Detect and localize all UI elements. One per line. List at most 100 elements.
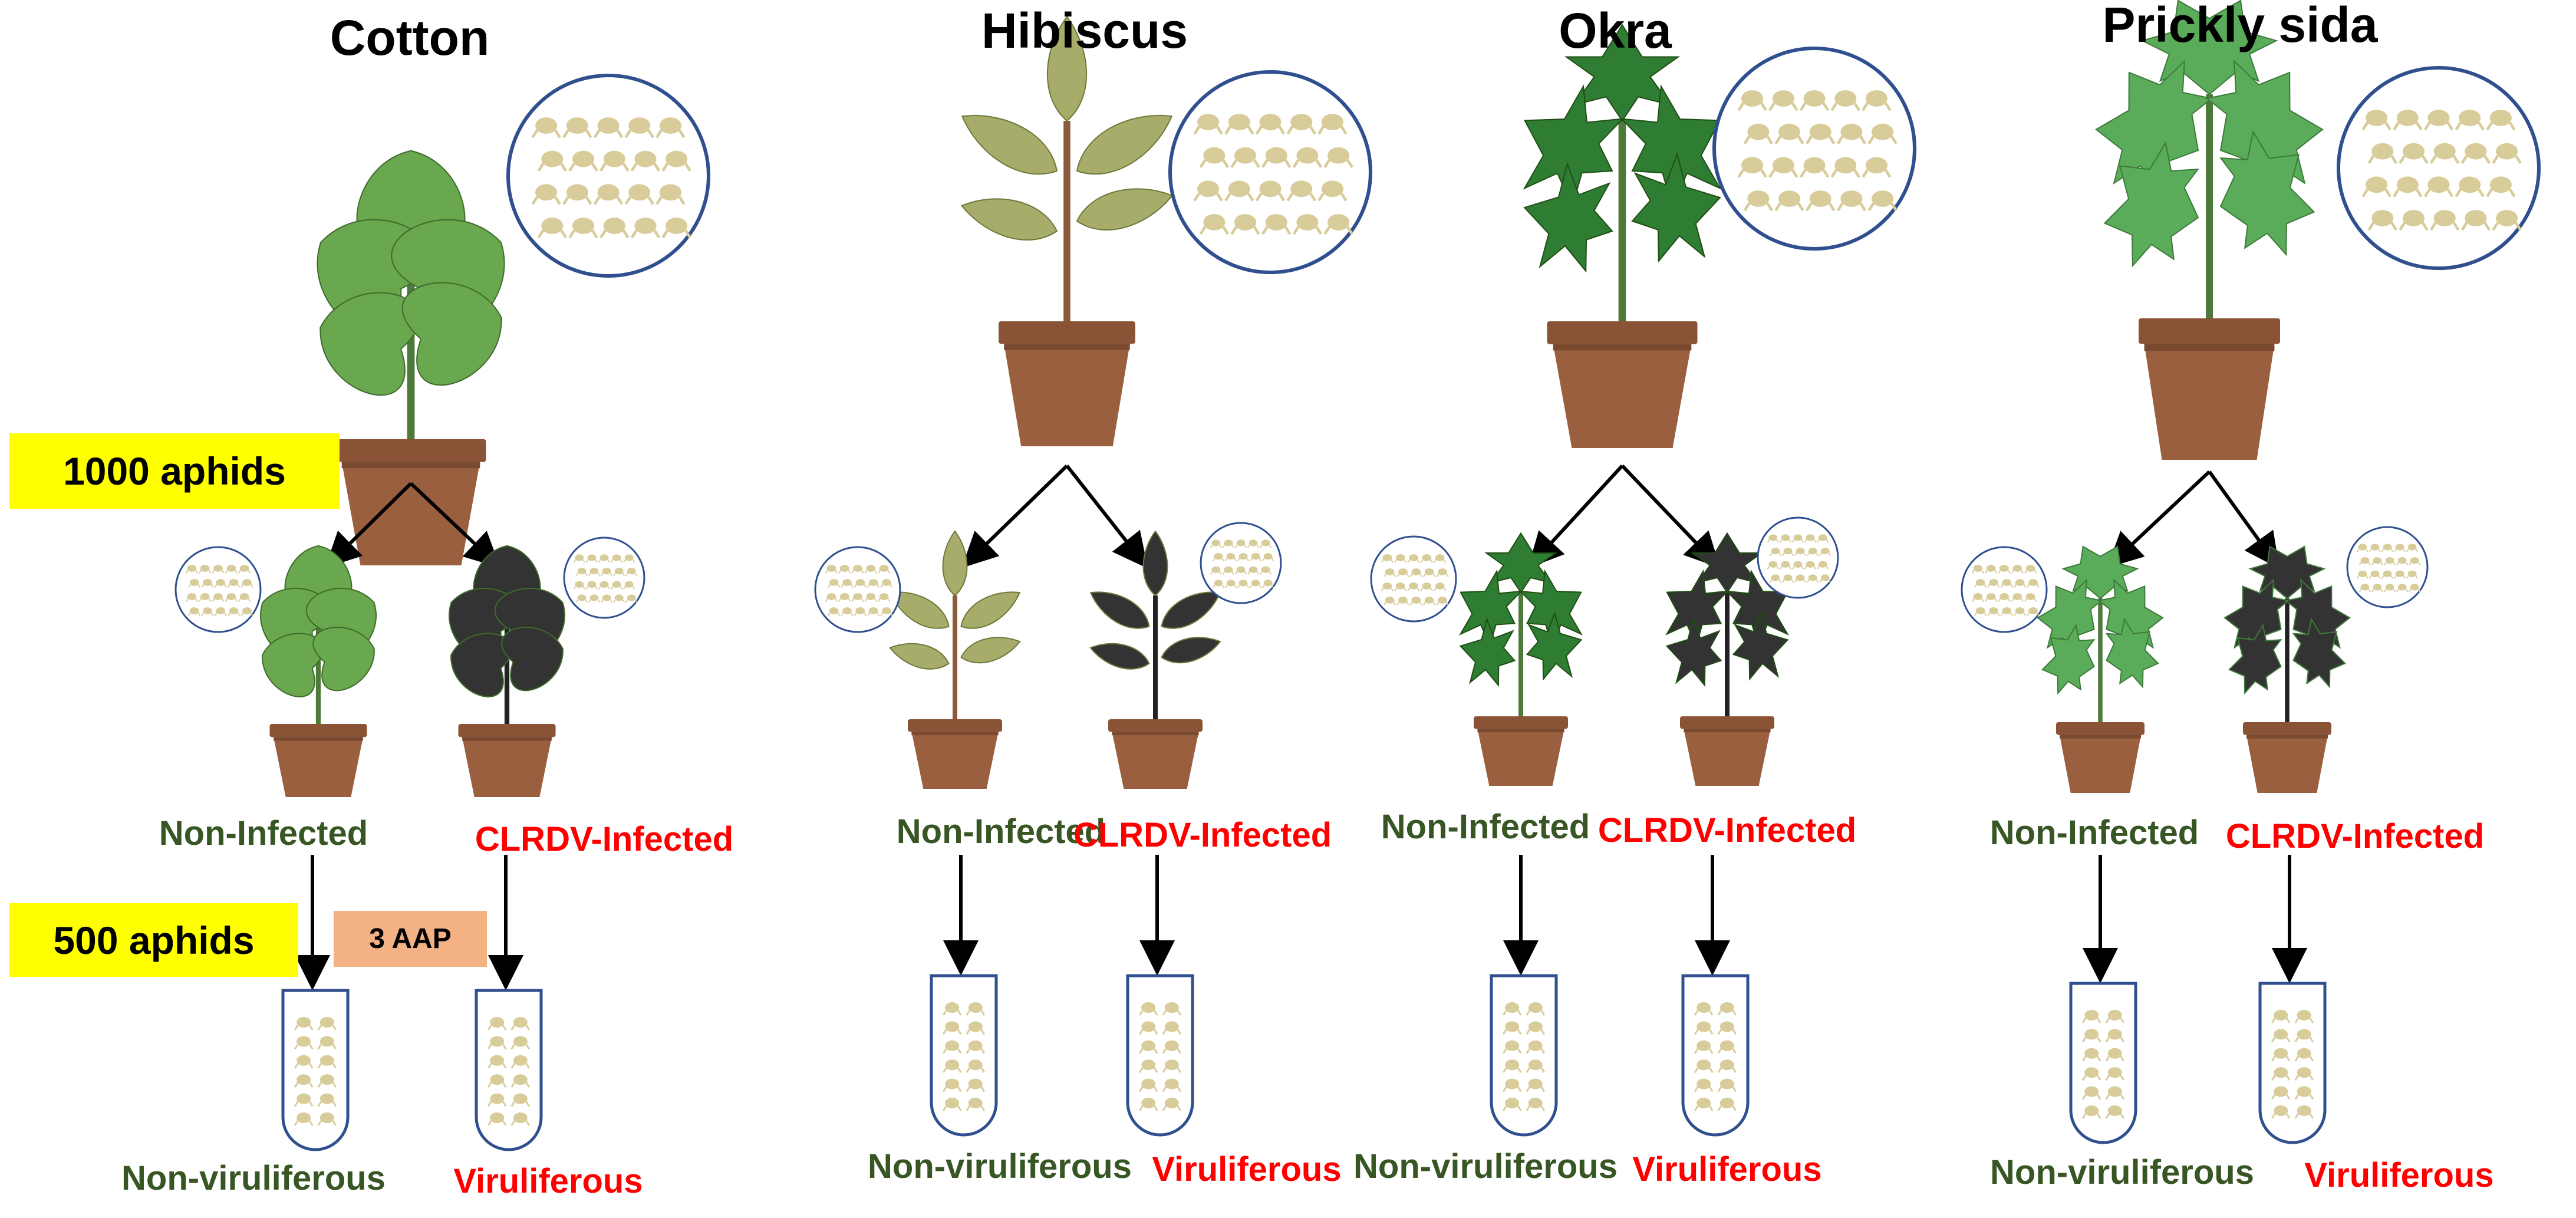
aphid: [1989, 579, 1998, 586]
aphid: [1226, 553, 1236, 560]
aphid: [842, 579, 852, 586]
pot-rim: [269, 724, 367, 738]
aphid: [1398, 568, 1408, 575]
aphid: [319, 1017, 334, 1028]
infected-label-prickly-sida: CLRDV-Infected: [2225, 817, 2485, 855]
aphid: [2385, 584, 2394, 591]
leaf: [1732, 611, 1789, 681]
aphid: [826, 565, 836, 572]
aphid: [1809, 123, 1831, 140]
leaf: [1161, 637, 1221, 664]
aphid: [2107, 1067, 2122, 1078]
aphid: [2396, 176, 2419, 193]
arrow-to-non-infected-cotton: [325, 482, 413, 568]
leaf: [1526, 611, 1583, 681]
aphid: [1768, 561, 1778, 568]
aphid: [1203, 214, 1226, 231]
aphid: [2015, 579, 2025, 586]
aphid: [868, 607, 878, 614]
aphid: [1214, 553, 1223, 560]
aphid: [1768, 534, 1778, 541]
aphid: [2274, 1105, 2288, 1116]
arrow-to-non-infected-prickly-sida: [2107, 470, 2211, 568]
aphid: [2297, 1029, 2311, 1040]
aphid: [829, 579, 839, 586]
small-aphid-circle-left-cotton: [174, 546, 262, 633]
leaf: [1459, 617, 1516, 687]
aphid: [2407, 570, 2417, 577]
aphid: [597, 184, 620, 201]
aphid: [2358, 570, 2367, 577]
host-title-hibiscus: Hibiscus: [981, 3, 1188, 58]
aphid: [490, 1055, 505, 1066]
aphid: [2489, 110, 2512, 126]
pot-rim: [1680, 716, 1774, 729]
pot-rim: [2056, 722, 2145, 735]
aphid: [541, 150, 564, 167]
aphid: [1435, 582, 1445, 590]
aphid: [2410, 557, 2419, 564]
aphid: [1411, 597, 1421, 604]
aphid: [2496, 143, 2518, 160]
aphid: [189, 579, 199, 586]
aphid: [1781, 561, 1790, 568]
infected-label-cotton: CLRDV-Infected: [475, 820, 734, 858]
aphid: [1327, 147, 1350, 164]
leaf: [2248, 545, 2326, 600]
aphid: [2489, 176, 2512, 193]
aphid: [2084, 1048, 2099, 1059]
aphid: [1528, 1021, 1543, 1032]
leaf: [889, 643, 950, 670]
aphid: [1395, 582, 1405, 590]
aphid: [1834, 157, 1857, 174]
aphid: [1772, 90, 1794, 107]
aphid: [1238, 580, 1248, 587]
small-aphid-circle-right-hibiscus: [1200, 522, 1282, 604]
small-aphid-circle-left-hibiscus: [814, 546, 901, 633]
aphid: [1778, 190, 1801, 207]
aphid: [203, 607, 212, 614]
aphid: [203, 579, 212, 586]
aphids-1000-label: 1000 aphids: [9, 433, 340, 509]
aphid: [1265, 147, 1287, 164]
aphid: [603, 150, 625, 167]
leaf: [2105, 617, 2159, 689]
aphid: [490, 1093, 505, 1104]
aphid: [1772, 157, 1794, 174]
aphid: [659, 184, 681, 201]
aphid: [1141, 1040, 1156, 1051]
aphid: [1796, 574, 1805, 581]
aphid: [572, 218, 595, 234]
aphid: [1818, 561, 1827, 568]
aphid: [1697, 1002, 1711, 1013]
aphid: [1211, 566, 1221, 573]
aphid: [2274, 1067, 2288, 1078]
aphid: [1697, 1040, 1711, 1051]
aphid: [2395, 570, 2404, 577]
aphid: [2396, 110, 2419, 126]
aphid: [589, 594, 599, 601]
aphid: [2084, 1029, 2099, 1040]
aphid: [1238, 553, 1248, 560]
aphid: [945, 1078, 960, 1089]
leaf: [2103, 141, 2199, 268]
aphid: [868, 579, 878, 586]
aphid: [2370, 544, 2380, 551]
aphid: [490, 1036, 505, 1047]
arrow-to-infected-cotton: [409, 482, 500, 568]
aphid: [1697, 1021, 1711, 1032]
aphid: [1263, 580, 1273, 587]
aphid: [879, 593, 889, 600]
aphid: [229, 579, 239, 586]
aphid: [627, 594, 636, 601]
leaf: [1076, 188, 1173, 231]
aphid: [297, 1036, 311, 1047]
aphid: [319, 1093, 334, 1104]
aphid: [1986, 593, 1996, 600]
vial-non-viruliferous-prickly-sida: [2069, 982, 2137, 1144]
aphid: [1226, 580, 1236, 587]
aphid: [1783, 548, 1793, 555]
aphid: [1228, 180, 1250, 197]
pot-body: [1112, 732, 1199, 789]
pot-body: [274, 737, 363, 797]
